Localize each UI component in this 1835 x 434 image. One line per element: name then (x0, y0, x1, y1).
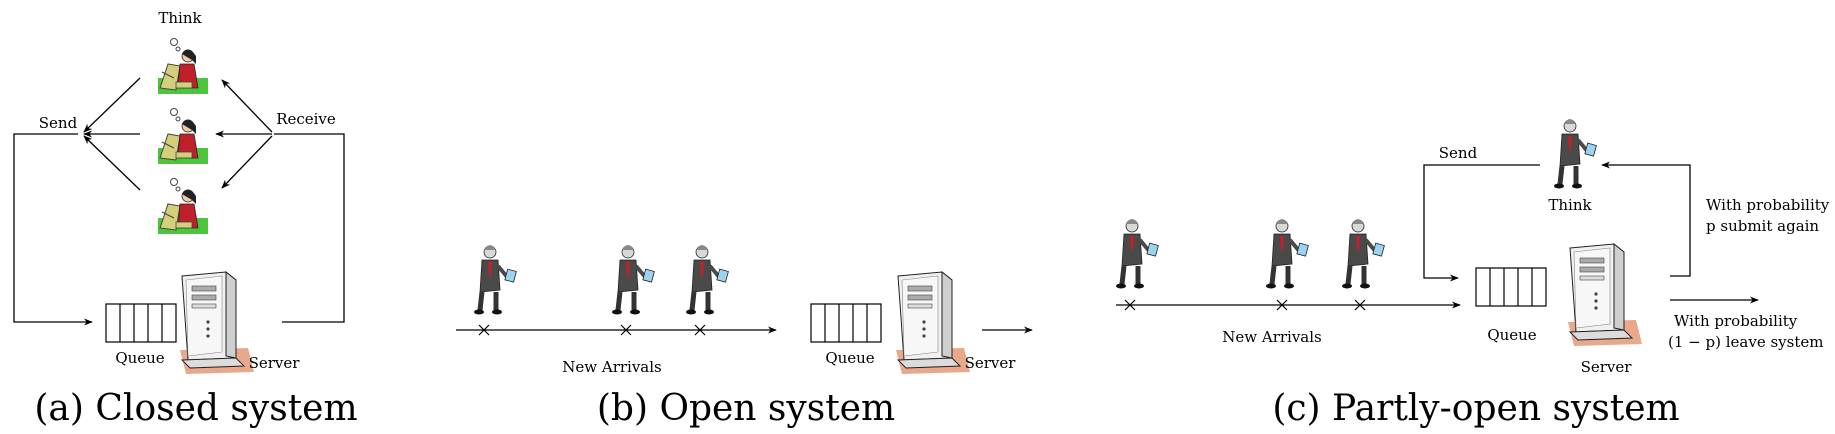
panel-partly-open-system: New Arrivals Think Send With probability… (1116, 119, 1830, 429)
walking-user-icon (612, 245, 654, 315)
prob-again-line-1: With probability (1706, 196, 1830, 214)
server-computer-icon (179, 271, 255, 375)
server-computer-icon (895, 271, 971, 375)
server-label: Server (965, 354, 1017, 372)
send-arrow (83, 135, 141, 191)
receive-label: Receive (276, 110, 336, 128)
send-arrow (1423, 164, 1540, 282)
send-label: Send (1439, 144, 1478, 162)
panel-closed-system: Think Send Receive Queue Server (a) Clos… (13, 9, 358, 429)
receive-arrow (221, 135, 273, 189)
thinking-user-icon (157, 38, 209, 95)
send-arrow (83, 77, 141, 133)
think-label: Think (158, 9, 202, 27)
walking-user-icon (1266, 219, 1308, 289)
server-label: Server (1581, 358, 1633, 376)
to-queue-arrow (13, 133, 93, 326)
new-arrivals-label: New Arrivals (1222, 328, 1322, 346)
walking-user-icon (1554, 119, 1596, 189)
caption: (b) Open system (597, 388, 895, 429)
receive-arrow (221, 79, 273, 133)
caption: (a) Closed system (34, 388, 357, 429)
send-label: Send (39, 114, 78, 132)
prob-again-line-2: p submit again (1706, 217, 1819, 235)
server-label: Server (249, 354, 301, 372)
walking-user-icon (1342, 219, 1384, 289)
queue-label: Queue (115, 349, 164, 367)
think-label: Think (1548, 196, 1592, 214)
caption: (c) Partly-open system (1272, 388, 1679, 429)
queue-label: Queue (825, 349, 874, 367)
queue-buffer-icon (810, 303, 882, 343)
queue-buffer-icon (1475, 267, 1547, 307)
return-line (274, 133, 345, 323)
panel-open-system: New Arrivals Queue Server (b) Open syste… (456, 245, 1033, 429)
prob-leave-line-2: (1 − p) leave system (1668, 333, 1823, 351)
server-computer-icon (1567, 243, 1643, 347)
walking-user-icon (474, 245, 516, 315)
submit-again-arrow (1601, 161, 1691, 277)
thinking-user-icon (157, 108, 209, 165)
thinking-user-icon (157, 178, 209, 235)
walking-user-icon (1116, 219, 1158, 289)
queue-label: Queue (1487, 326, 1536, 344)
new-arrivals-label: New Arrivals (562, 358, 662, 376)
queue-buffer-icon (105, 303, 177, 343)
prob-leave-line-1: With probability (1674, 312, 1798, 330)
walking-user-icon (686, 245, 728, 315)
